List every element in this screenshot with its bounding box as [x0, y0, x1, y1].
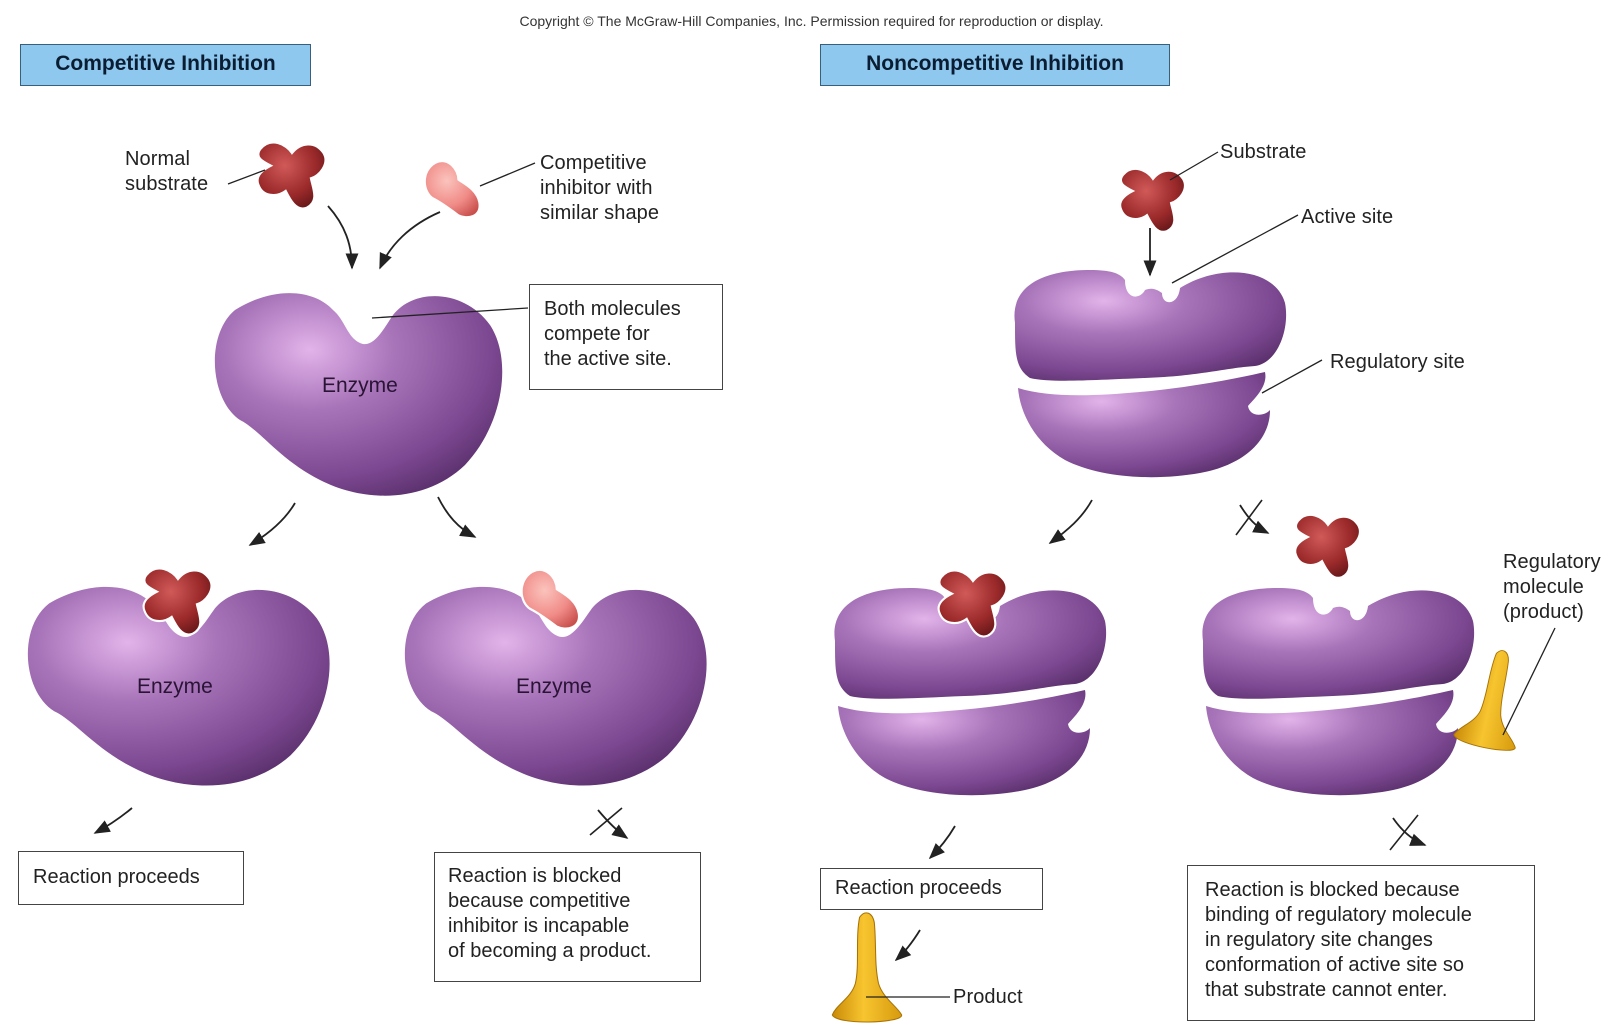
competitive-inhibitor-label: Competitive inhibitor with similar shape	[540, 151, 659, 226]
arrow-to-substrate-bound	[250, 503, 295, 545]
reaction-blocked-box-right: Reaction is blocked because binding of r…	[1187, 865, 1535, 1021]
compete-note-box: Both molecules compete for the active si…	[529, 284, 723, 390]
substrate-label: Substrate	[1220, 140, 1307, 165]
active-site-label: Active site	[1301, 205, 1393, 230]
leader-competitive-inhibitor	[480, 163, 535, 186]
regulatory-site-label: Regulatory site	[1330, 350, 1465, 375]
enzyme-label-top: Enzyme	[322, 374, 398, 398]
arrow-nc-to-blocked	[1240, 505, 1268, 533]
leader-regulatory-site	[1262, 360, 1322, 393]
noncompetitive-header: Noncompetitive Inhibition	[820, 44, 1170, 86]
product-label: Product	[953, 985, 1023, 1010]
competitive-inhibitor-molecule	[425, 161, 480, 217]
arrow-to-product	[896, 930, 920, 960]
regulatory-molecule-label: Regulatory molecule (product)	[1503, 550, 1601, 625]
leader-regulatory-molecule	[1503, 628, 1555, 735]
enzyme-label-bottom-left: Enzyme	[137, 675, 213, 699]
nc-enzyme-with-regulator	[1202, 588, 1474, 795]
nc-substrate-molecule	[1120, 169, 1185, 232]
nc-enzyme-top	[1014, 270, 1286, 477]
arrow-reaction-proceeds-left	[95, 808, 132, 833]
copyright-notice: Copyright © The McGraw-Hill Companies, I…	[0, 13, 1623, 29]
arrow-inhibitor-in	[380, 212, 440, 268]
competitive-header: Competitive Inhibition	[20, 44, 311, 86]
nc-blocked-substrate-molecule	[1295, 515, 1360, 578]
reaction-proceeds-box-right: Reaction proceeds	[820, 868, 1043, 910]
product-molecule	[832, 913, 901, 1022]
leader-substrate	[1170, 152, 1218, 180]
enzyme-label-bottom-right: Enzyme	[516, 675, 592, 699]
normal-substrate-label: Normal substrate	[125, 147, 208, 197]
arrow-nc-reaction-proceeds	[930, 826, 955, 858]
normal-substrate-molecule	[258, 142, 326, 208]
arrow-nc-to-proceeds	[1050, 500, 1092, 543]
reaction-blocked-box-left: Reaction is blocked because competitive …	[434, 852, 701, 982]
arrow-substrate-in	[328, 206, 352, 268]
arrow-to-inhibitor-bound	[438, 497, 475, 537]
reaction-proceeds-box-left: Reaction proceeds	[18, 851, 244, 905]
